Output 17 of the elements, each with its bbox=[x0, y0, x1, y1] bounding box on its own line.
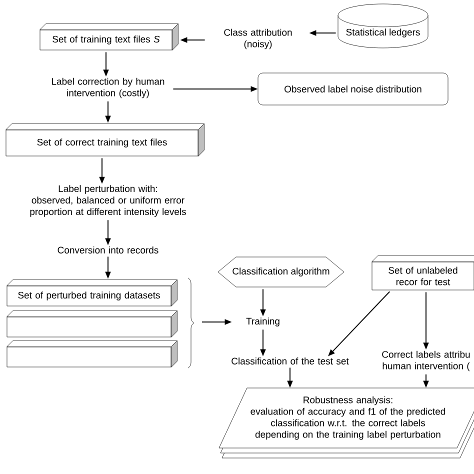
database-cylinder: Statistical ledgers bbox=[338, 4, 428, 48]
step-text: Training bbox=[246, 318, 280, 326]
step-text: Label perturbation with: observed, balanced or uniform error proportion at different intensity levels bbox=[30, 185, 186, 217]
step-text: Correct labels attribu human intervention ( bbox=[382, 350, 470, 372]
rounded-box: Observed label noise distribution bbox=[258, 72, 448, 106]
document-stack: Robustness analysis: evaluation of accuracy and f1 of the predicted classification w.r.t. the correct labels depending on the training label perturbation bbox=[218, 388, 474, 458]
step-text: Classification of the test set bbox=[232, 358, 349, 364]
hexagon-box: Classification algorithm bbox=[218, 256, 344, 288]
step-text: Conversion into records bbox=[58, 246, 158, 254]
block-box: Set of correct training text files bbox=[6, 124, 204, 156]
block-box: Set of perturbed training datasets bbox=[6, 280, 178, 306]
block-box: Set of unlabeled recor for test bbox=[372, 256, 474, 290]
step-text: Class attribution (noisy) bbox=[224, 28, 292, 50]
block-box bbox=[6, 340, 178, 368]
block-box bbox=[6, 310, 178, 338]
step-text: Label correction by human intervention (costly) bbox=[52, 78, 164, 98]
block-box: Set of training text files S bbox=[40, 24, 178, 50]
